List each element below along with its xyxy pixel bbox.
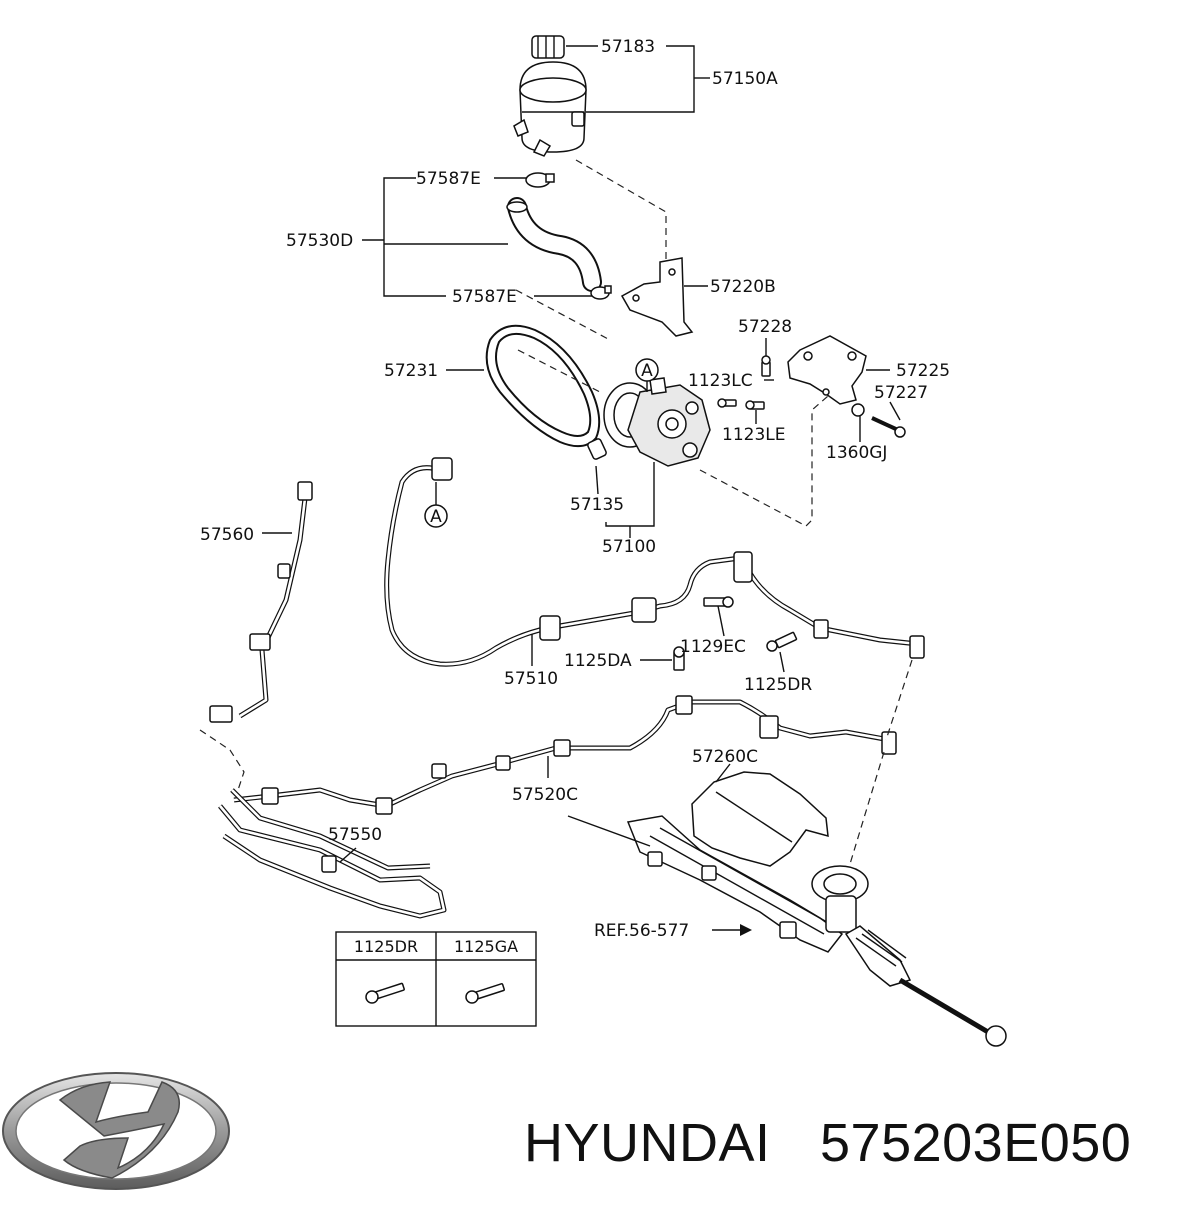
bracket-57225 [787, 335, 867, 405]
oil-cooler-57550 [218, 788, 447, 919]
bolt-1123lc [717, 398, 737, 408]
label-57135: 57135 [570, 495, 624, 515]
hose-clamp-bottom [590, 285, 612, 300]
part-number: 575203E050 [820, 1113, 1131, 1173]
label-57228: 57228 [738, 317, 792, 337]
pump-fitting-57135 [587, 438, 607, 460]
return-tube-57520c [233, 695, 897, 815]
label-ref: REF.56-577 [594, 921, 689, 941]
label-57530d: 57530D [286, 231, 353, 251]
callout-a-bottom: A [424, 482, 448, 528]
brand-name: HYUNDAI [524, 1113, 771, 1173]
return-hose-57560 [209, 481, 313, 723]
reservoir-tank [513, 61, 587, 157]
bolt-1125dr [766, 631, 798, 652]
label-57100: 57100 [602, 537, 656, 557]
label-57520c: 57520C [512, 785, 578, 805]
suction-hose [506, 197, 602, 292]
steering-gear-rack [626, 815, 1007, 1047]
label-57510: 57510 [504, 669, 558, 689]
label-57231: 57231 [384, 361, 438, 381]
label-1129ec: 1129EC [680, 637, 746, 657]
hose-clamp-top [525, 172, 555, 188]
reservoir-cap [531, 35, 565, 59]
label-57225: 57225 [896, 361, 950, 381]
label-57587e-top: 57587E [416, 169, 481, 189]
bolt-1129ec [703, 596, 734, 608]
nut-1360gj [851, 403, 865, 417]
part-labels: 57183 57150A 57587E 57530D 57587E 57220B… [200, 37, 950, 941]
table-header-1125dr: 1125DR [354, 937, 418, 956]
connection-lines [199, 159, 913, 865]
bolt-1123le [745, 400, 765, 410]
bolt-57228 [761, 355, 771, 377]
label-1125da: 1125DA [564, 651, 632, 671]
label-57183: 57183 [601, 37, 655, 57]
power-steering-pump [603, 377, 711, 467]
bolt-icon-1125dr [365, 982, 405, 1004]
leader-lines [262, 45, 901, 931]
label-57150a: 57150A [712, 69, 778, 89]
label-1123lc: 1123LC [688, 371, 753, 391]
bolt-57227 [871, 416, 906, 438]
label-1125dr: 1125DR [744, 675, 812, 695]
table-header-1125ga: 1125GA [454, 937, 518, 956]
svg-text:A: A [430, 507, 442, 527]
callout-a-top: A [635, 358, 659, 392]
label-57260c: 57260C [692, 747, 758, 767]
fastener-table: 1125DR 1125GA [335, 931, 537, 1027]
label-57550: 57550 [328, 825, 382, 845]
label-1360gj: 1360GJ [826, 443, 887, 463]
drive-belt [485, 324, 601, 448]
bolt-1125da [673, 646, 685, 671]
heat-shield-57260c [691, 771, 829, 867]
bracket-57220b [620, 257, 694, 337]
label-57220b: 57220B [710, 277, 776, 297]
pressure-hose [384, 457, 925, 667]
label-57227: 57227 [874, 383, 928, 403]
svg-text:A: A [641, 361, 653, 381]
label-57587e-bottom: 57587E [452, 287, 517, 307]
ref-arrow [740, 924, 752, 936]
label-1123le: 1123LE [722, 425, 785, 445]
hyundai-logo-icon [2, 1072, 230, 1190]
label-57560: 57560 [200, 525, 254, 545]
bolt-icon-1125ga [465, 983, 505, 1004]
